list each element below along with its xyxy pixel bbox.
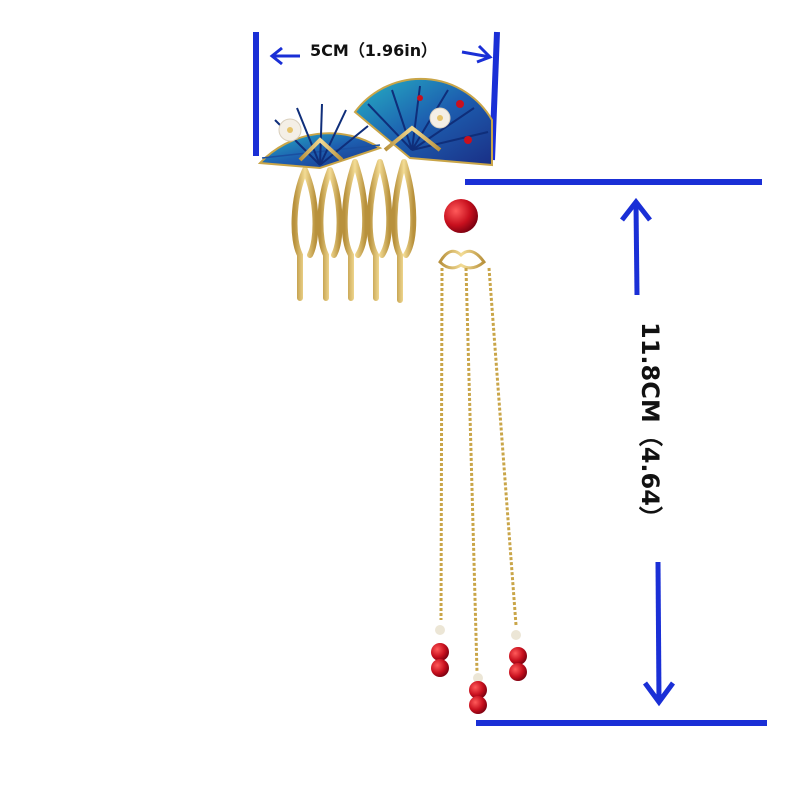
length-dimension: 11.8CM（4.64） [465, 179, 767, 726]
length-label: 11.8CM（4.64） [636, 322, 664, 530]
fan-hair-comb-icon [257, 77, 493, 303]
right-fan [353, 77, 493, 167]
red-bead-icon [444, 199, 478, 233]
length-down-arrow-icon [642, 561, 676, 707]
knot-connector-icon [438, 249, 487, 270]
tassel-icon [431, 168, 527, 714]
width-right-arrow-icon [461, 44, 493, 64]
width-left-arrow-icon [269, 46, 300, 66]
left-fan [257, 103, 383, 170]
width-label: 5CM（1.96in） [310, 41, 437, 60]
comb-teeth [291, 159, 417, 303]
tassel-end-beads [431, 625, 527, 714]
length-up-arrow-icon [620, 197, 652, 296]
tassel-chains [439, 267, 518, 673]
